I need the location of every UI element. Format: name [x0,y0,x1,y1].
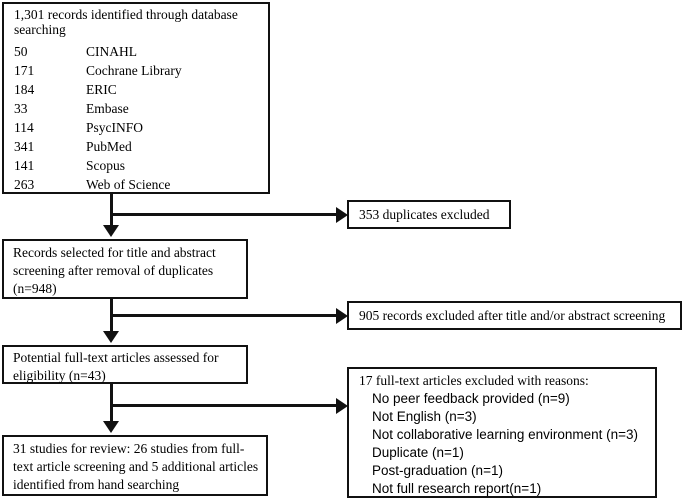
screening-excluded-box: 905 records excluded after title and/or … [347,301,682,330]
database-name: Cochrane Library [86,63,182,78]
arrowhead-to-screening-excluded [336,308,348,324]
eligibility-text: Potential full-text articles assessed fo… [13,350,219,383]
database-count: 341 [14,139,35,154]
screening-text: Records selected for title and abstract … [13,245,216,296]
database-name: Web of Science [86,177,171,192]
identification-box: 1,301 records identified through databas… [2,2,270,194]
database-name: PsycINFO [86,120,144,135]
database-count: 263 [14,177,35,192]
fulltext-excluded-box: 17 full-text articles excluded with reas… [347,367,657,498]
database-name: Scopus [86,158,126,173]
database-count: 33 [14,101,28,116]
database-row: 171 Cochrane Library [14,62,264,79]
arrowhead-to-included [103,421,119,433]
exclusion-reason: Not full research report(n=1) [372,481,542,496]
database-row: 263 Web of Science [14,176,264,193]
duplicates-excluded-text: 353 duplicates excluded [359,207,490,222]
database-count: 114 [14,120,34,135]
database-name: ERIC [86,82,117,97]
connector-to-screening-excluded [110,314,342,317]
duplicates-excluded-box: 353 duplicates excluded [347,200,511,229]
connector-to-duplicates [110,213,342,216]
database-row: 141 Scopus [14,157,264,174]
exclusion-reason: No peer feedback provided (n=9) [372,391,570,406]
identification-title: 1,301 records identified through databas… [14,7,238,37]
database-row: 184 ERIC [14,81,264,98]
arrowhead-to-duplicates [336,207,348,223]
database-count: 141 [14,158,35,173]
connector-eligibility-to-included [110,384,113,423]
included-text: 31 studies for review: 26 studies from f… [13,441,259,492]
database-name: PubMed [86,139,132,154]
exclusion-reason: Not English (n=3) [372,409,477,424]
database-row: 50 CINAHL [14,43,264,60]
connector-identification-to-screening [110,194,113,227]
exclusion-reason: Post-graduation (n=1) [372,463,503,478]
eligibility-box: Potential full-text articles assessed fo… [2,345,248,384]
screening-box: Records selected for title and abstract … [2,239,248,299]
database-row: 114 PsycINFO [14,119,264,136]
database-name: Embase [86,101,129,116]
database-count: 184 [14,82,35,97]
arrowhead-to-fulltext-excluded [336,398,348,414]
exclusion-reason: Not collaborative learning environment (… [372,427,639,442]
database-row: 33 Embase [14,100,264,117]
fulltext-excluded-heading: 17 full-text articles excluded with reas… [359,373,589,388]
database-count: 171 [14,63,35,78]
connector-to-fulltext-excluded [110,404,342,407]
arrowhead-to-screening [103,225,119,237]
arrowhead-to-eligibility [103,331,119,343]
database-row: 341 PubMed [14,138,264,155]
screening-excluded-text: 905 records excluded after title and/or … [359,308,666,323]
database-count: 50 [14,44,28,59]
database-name: CINAHL [86,44,137,59]
included-box: 31 studies for review: 26 studies from f… [2,435,268,496]
exclusion-reason: Duplicate (n=1) [372,445,464,460]
